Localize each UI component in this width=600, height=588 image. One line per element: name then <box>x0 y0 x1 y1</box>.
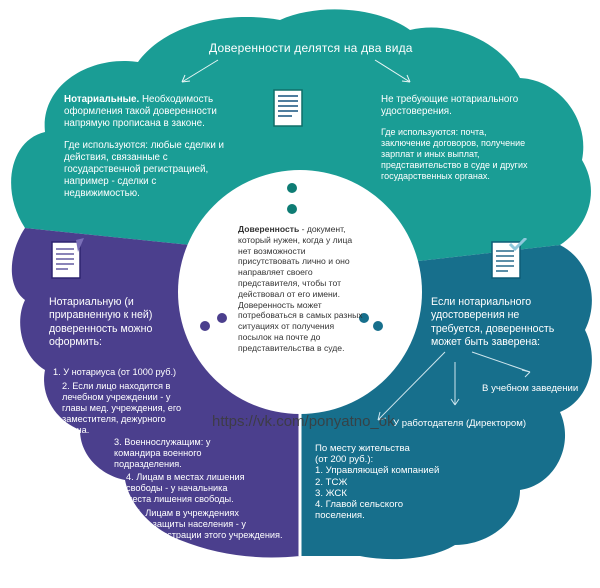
residence-item-3: 3. ЖСК <box>315 487 347 499</box>
option-employer: У работодателя (Директором) <box>393 418 527 429</box>
right-heading: Если нотариального удостоверения не треб… <box>431 296 555 349</box>
residence-item-1: 1. Управляющей компанией <box>315 465 440 477</box>
option-school: В учебном заведении <box>482 383 579 394</box>
center-dot-2 <box>287 204 297 214</box>
center-dot-6 <box>373 321 383 331</box>
left-cloud-shape <box>11 228 300 558</box>
notarial-usage: Где используются: любые сделки и действи… <box>64 139 224 200</box>
left-item-2: 2. Если лицо находится в лечебном учрежд… <box>62 381 182 435</box>
notarial-title: Нотариальные. <box>64 94 140 105</box>
top-cloud-shape <box>11 9 591 262</box>
center-dot-5 <box>359 313 369 323</box>
left-item-4: 4. Лицам в местах лишения свободы - у на… <box>126 472 245 504</box>
center-usage: Доверенность может потребоваться в самых… <box>238 299 363 353</box>
header-arrows <box>181 59 411 83</box>
center-term: Доверенность <box>238 224 300 234</box>
option-residence: По месту жительства (от 200 руб.): 1. Уп… <box>315 443 465 521</box>
diagram-header: Доверенности делятся на два вида <box>209 41 413 55</box>
center-dot-3 <box>200 321 210 331</box>
non-notarial-block: Не требующие нотариального удостоверения… <box>381 94 531 182</box>
left-item-3: 3. Военнослужащим: у командира военного … <box>114 437 211 469</box>
right-cloud-shape <box>300 245 592 560</box>
notarial-block: Нотариальные. Необходимость оформления т… <box>64 94 234 201</box>
center-definition: Доверенность - документ, который нужен, … <box>238 224 364 354</box>
left-item-5: 5. Лицам в учреждениях соц.защиты населе… <box>135 508 283 540</box>
center-dot-4 <box>217 313 227 323</box>
center-term-definition: - документ, который нужен, когда у лица … <box>238 224 353 299</box>
right-arrows <box>377 351 531 421</box>
non-notarial-usage: Где используются: почта, заключение дого… <box>381 127 528 182</box>
residence-title: По месту жительства (от 200 руб.): <box>315 443 410 466</box>
document-pen-icon <box>51 238 84 279</box>
document-icon <box>273 89 303 127</box>
left-item-1: 1. У нотариуса (от 1000 руб.) <box>53 367 177 377</box>
center-circle <box>178 170 422 414</box>
watermark-link[interactable]: https://vk.com/ponyatno_ok <box>212 413 395 430</box>
left-heading: Нотариальную (и приравненную к ней) дове… <box>49 296 153 349</box>
residence-item-4: 4. Главой сельского поселения. <box>315 499 404 522</box>
residence-item-2: 2. ТСЖ <box>315 476 348 488</box>
document-check-icon <box>491 238 528 279</box>
notarial-description: Необходимость оформления такой доверенно… <box>64 94 217 130</box>
center-dot-1 <box>287 183 297 193</box>
non-notarial-title: Не требующие нотариального удостоверения… <box>381 94 519 118</box>
